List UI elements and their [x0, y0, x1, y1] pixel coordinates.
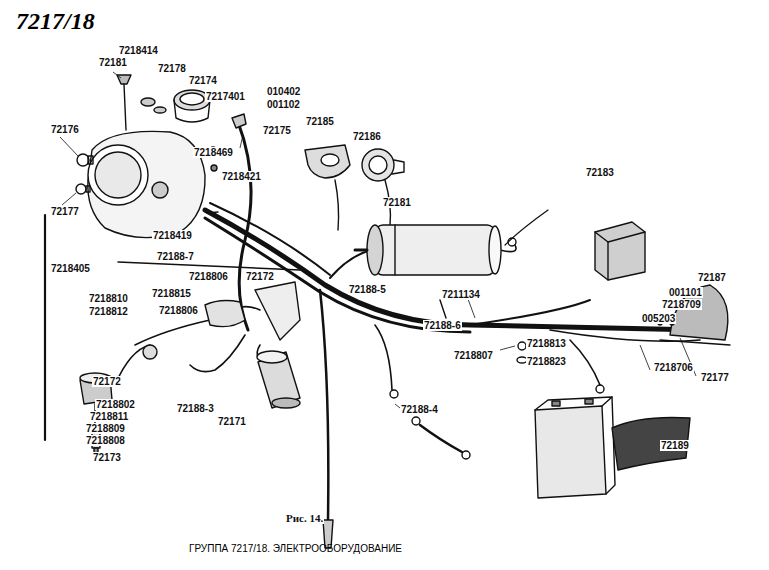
callout-number: 7218815	[151, 288, 192, 299]
callout-number: 72177	[50, 206, 80, 217]
figure-caption: ГРУППА 7217/18. ЭЛЕКТРООБОРУДОВАНИЕ	[189, 543, 402, 554]
callout-number: 72188-5	[348, 284, 387, 295]
callout-number: 72188-7	[156, 251, 195, 262]
callout-number: 7218807	[453, 350, 494, 361]
callout-number: 7218811	[89, 411, 129, 422]
callout-number: 7211134	[441, 289, 481, 300]
callout-number: 001101	[668, 287, 703, 298]
callout-number: 7218405	[50, 263, 91, 274]
callout-number: 7217401	[205, 91, 246, 102]
callout-number: 72188-3	[176, 403, 215, 414]
callout-number: 72188-4	[400, 404, 439, 415]
callout-number: 72174	[188, 75, 218, 86]
callout-number: 010402	[266, 86, 301, 97]
callout-number: 7218421	[221, 171, 262, 182]
callout-number: 72186	[352, 131, 382, 142]
callout-number: 72176	[50, 124, 80, 135]
figure-number: Рис. 14.	[285, 513, 324, 524]
callout-number: 72187	[697, 272, 727, 283]
callout-number: 72183	[585, 167, 615, 178]
callout-number: 7218706	[653, 362, 694, 373]
callout-number: 72177	[700, 372, 730, 383]
group-title: 7217/18	[16, 8, 95, 35]
callout-number: 72172	[92, 376, 122, 387]
callout-number: 7218809	[85, 423, 126, 434]
callout-number: 7218810	[88, 293, 129, 304]
callout-number: 7218823	[526, 356, 567, 367]
callout-number: 72173	[92, 452, 122, 463]
callout-number: 72185	[305, 116, 335, 127]
callout-number: 72172	[245, 271, 275, 282]
callout-number: 7218414	[118, 45, 159, 56]
callout-number: 7218806	[188, 271, 229, 282]
callout-number: 7218806	[158, 305, 199, 316]
callout-number: 7218808	[85, 435, 126, 446]
callout-number: 7218469	[193, 147, 234, 158]
callout-number: 72188-6	[423, 320, 462, 331]
callout-number: 005203	[641, 313, 676, 324]
callout-number: 7218709	[661, 299, 702, 310]
callout-number: 7218813	[526, 338, 567, 349]
callout-number: 7218812	[88, 306, 129, 317]
callout-number: 72189	[660, 440, 690, 451]
callout-number: 72171	[217, 416, 247, 427]
callout-number: 72175	[262, 125, 292, 136]
callout-number: 001102	[266, 99, 301, 110]
callout-number: 72181	[98, 57, 128, 68]
callout-number: 72178	[157, 63, 187, 74]
callout-number: 7218802	[95, 399, 136, 410]
callout-number: 7218419	[152, 230, 193, 241]
callout-number: 72181	[382, 197, 412, 208]
